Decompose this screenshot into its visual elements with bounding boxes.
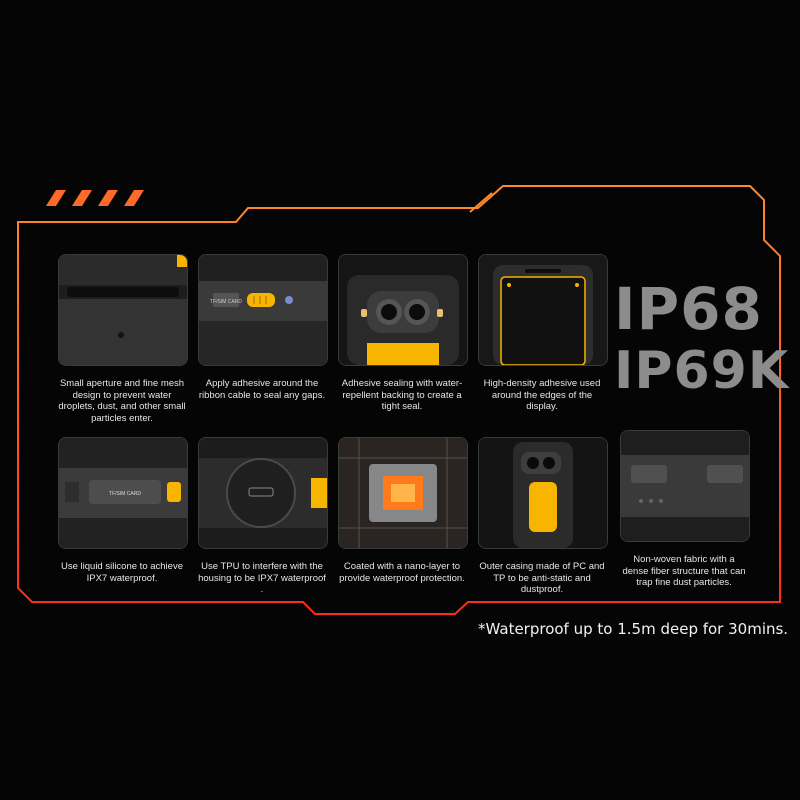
feature-sim-slot-cover: TF/SIM CARD Use liquid silicone to achie…: [58, 437, 188, 584]
speaker-mesh-icon: [59, 255, 187, 365]
waterproof-footnote: *Waterproof up to 1.5m deep for 30mins.: [478, 620, 789, 638]
feature-phone-back: Outer casing made of PC and TP to be ant…: [478, 437, 608, 596]
feature-tpu-plug: Use TPU to interfere with the housing to…: [198, 437, 328, 596]
feature-nano-chip: Coated with a nano-layer to provide wate…: [338, 437, 468, 584]
feature-caption: Non-woven fabric with a dense fiber stru…: [622, 554, 746, 589]
feature-caption: High-density adhesive used around the ed…: [483, 378, 601, 413]
feature-speaker-mesh: Small aperture and fine mesh design to p…: [58, 254, 188, 424]
feature-ribbon-cable: TF/SIM CARD Apply adhesive around the ri…: [198, 254, 328, 401]
feature-rear-camera: Adhesive sealing with water-repellent ba…: [338, 254, 468, 413]
feature-caption: Outer casing made of PC and TP to be ant…: [479, 561, 605, 596]
tf-sim-label: TF/SIM CARD: [109, 491, 141, 497]
stripe-accent: [46, 190, 144, 206]
feature-fabric-port: Non-woven fabric with a dense fiber stru…: [620, 430, 750, 589]
rear-camera-icon: [339, 255, 467, 365]
display-edge-icon: [479, 255, 607, 365]
ribbon-cable-icon: TF/SIM CARD: [199, 255, 327, 365]
feature-caption: Coated with a nano-layer to provide wate…: [339, 561, 465, 584]
feature-caption: Apply adhesive around the ribbon cable t…: [198, 378, 326, 401]
feature-caption: Use TPU to interfere with the housing to…: [198, 561, 326, 596]
fabric-port-icon: [621, 431, 749, 541]
feature-caption: Use liquid silicone to achieve IPX7 wate…: [61, 561, 183, 584]
tpu-plug-icon: [199, 438, 327, 548]
tf-sim-label: TF/SIM CARD: [210, 299, 242, 305]
sim-slot-cover-icon: TF/SIM CARD: [59, 438, 187, 548]
nano-chip-icon: [339, 438, 467, 548]
feature-caption: Small aperture and fine mesh design to p…: [58, 378, 186, 424]
ip68-rating: IP68: [614, 275, 763, 343]
feature-display-edge: High-density adhesive used around the ed…: [478, 254, 608, 413]
phone-back-icon: [479, 438, 607, 548]
ip69k-rating: IP69K: [614, 341, 790, 401]
feature-caption: Adhesive sealing with water-repellent ba…: [341, 378, 463, 413]
